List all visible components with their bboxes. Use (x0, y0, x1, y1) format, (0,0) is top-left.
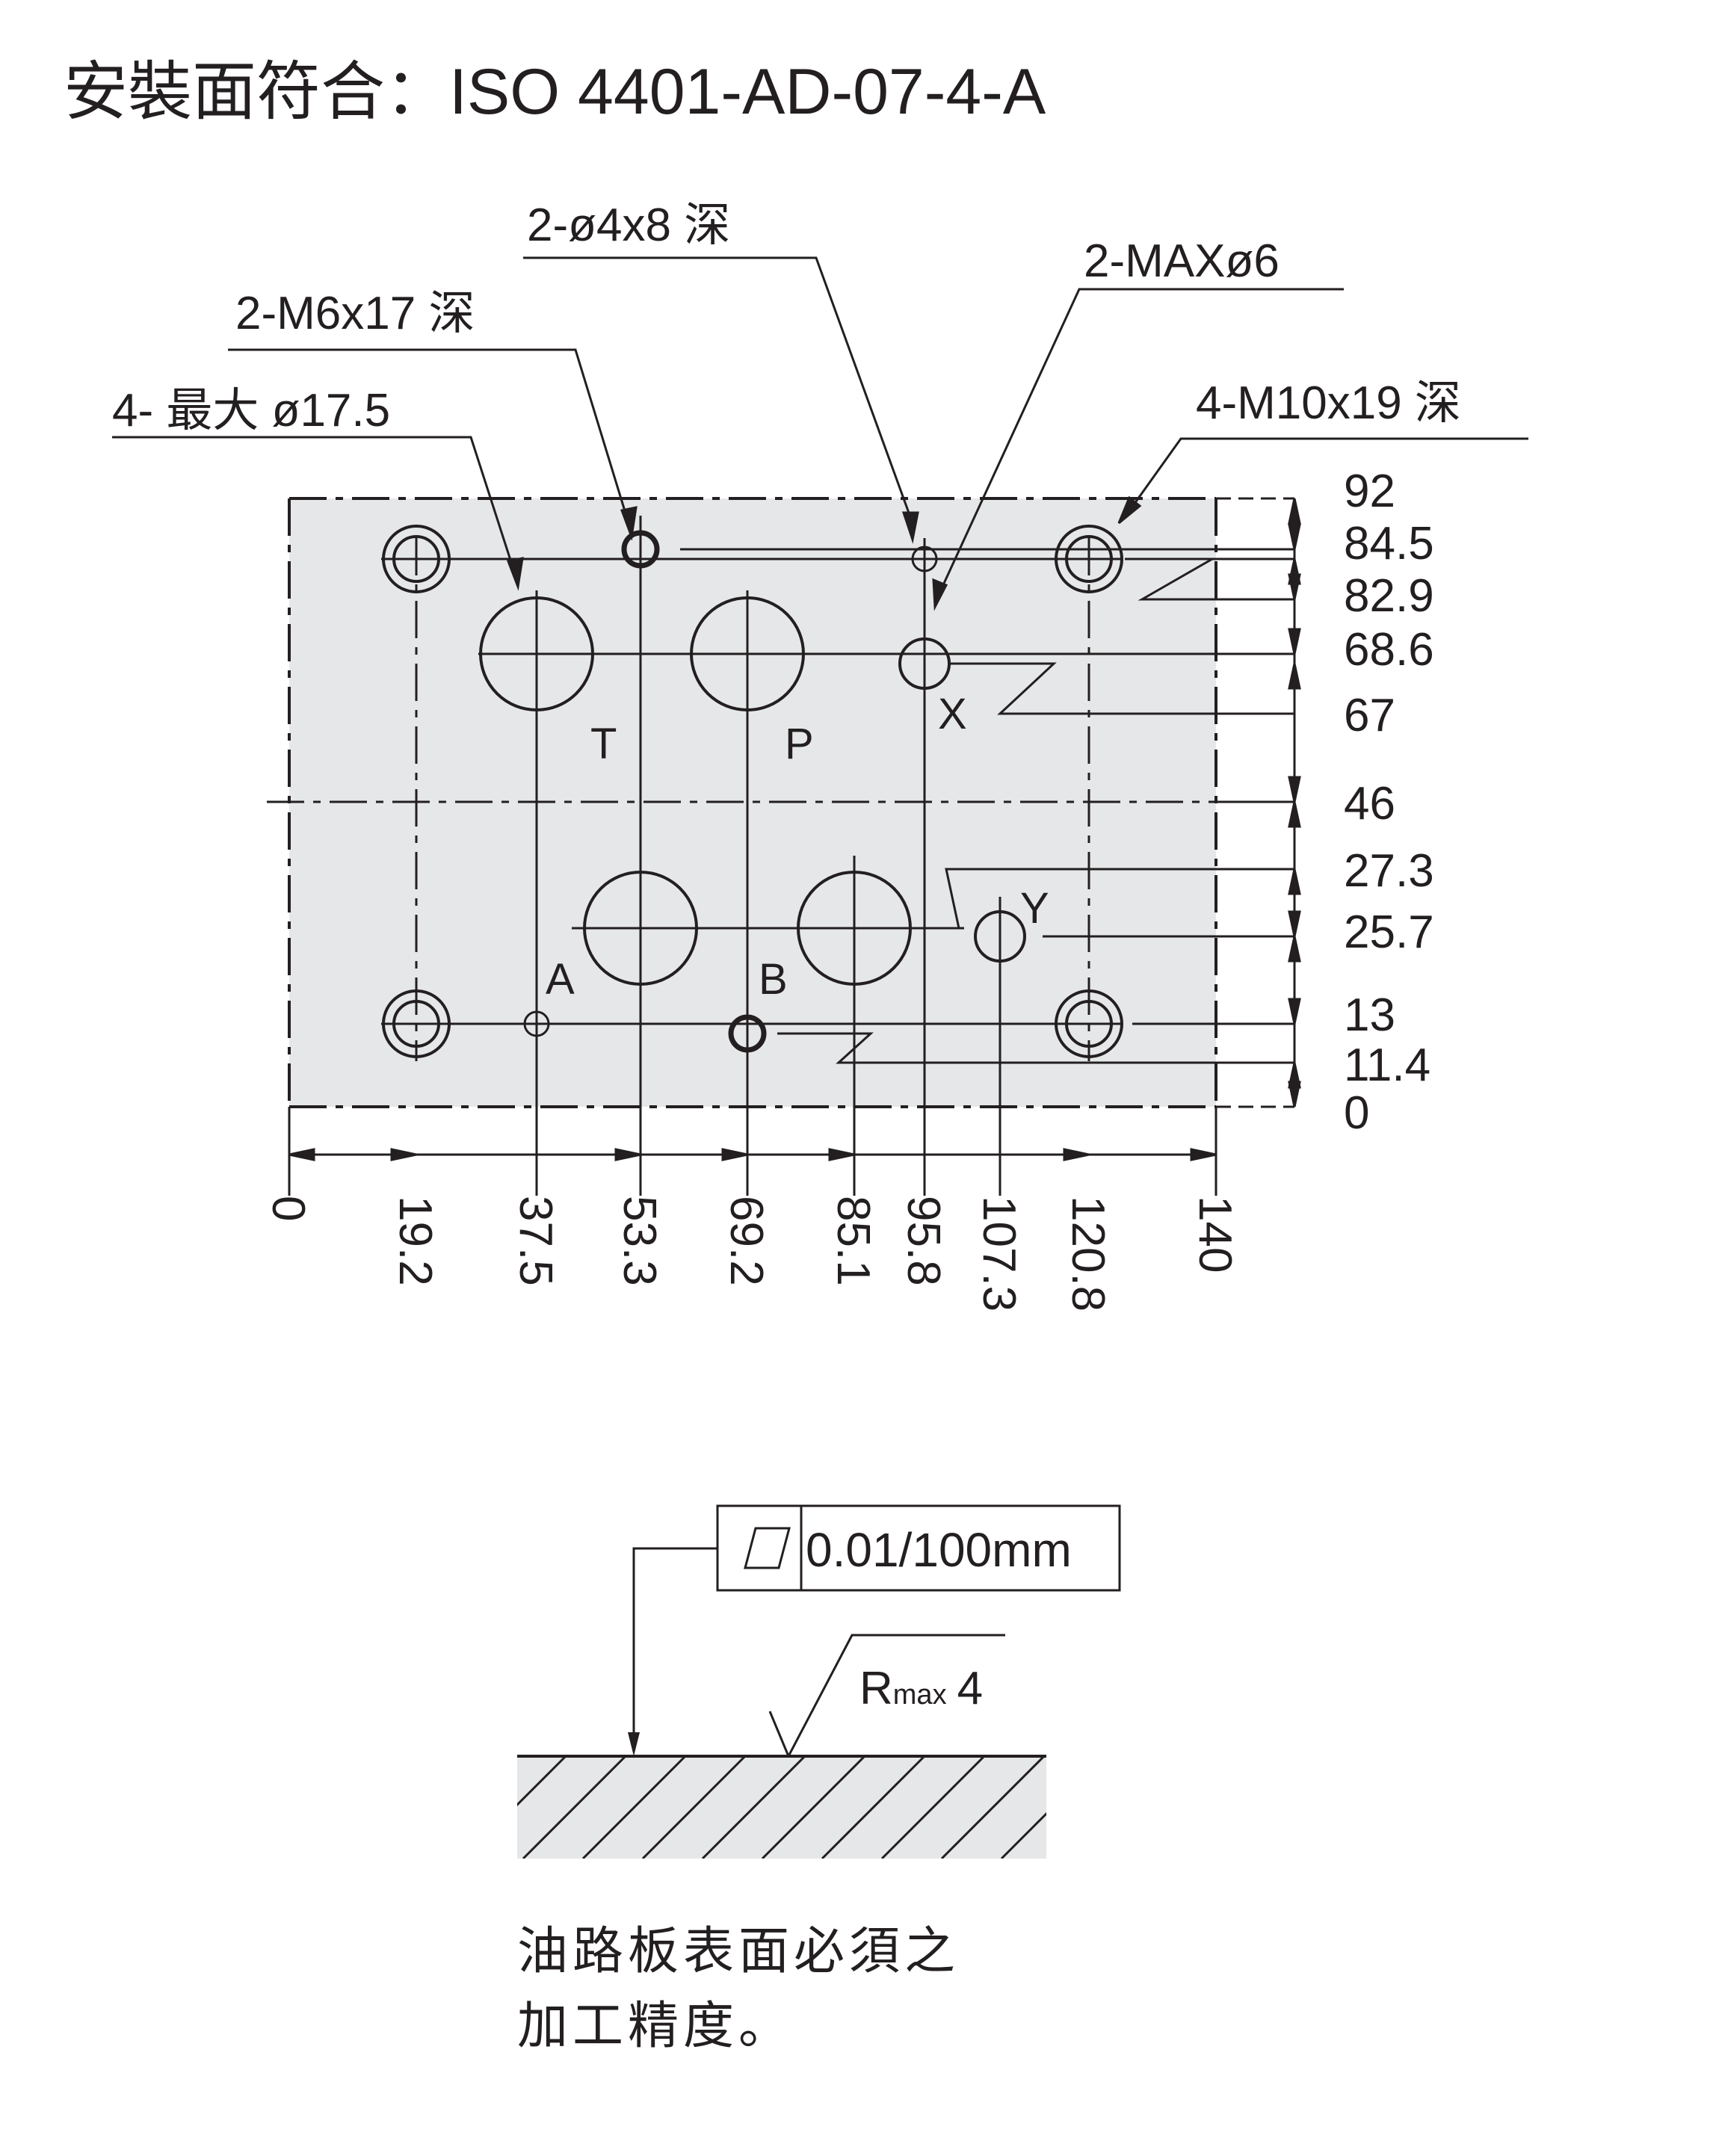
m6-thread-holes (621, 530, 767, 1053)
x-dimension-line (288, 1107, 1217, 1196)
y-dim-label: 25.7 (1344, 906, 1434, 958)
y-dim-label: 68.6 (1344, 624, 1434, 676)
note-line-1: 油路板表面必須之 (517, 1923, 960, 1980)
x-dimension-labels: 0 19.2 37.5 53.3 69.2 85.1 95.8 107.3 12… (262, 1196, 1241, 1312)
port-label-t: T (590, 720, 617, 768)
m10-hole (1055, 989, 1123, 1058)
xy-port-callout: 2-MAXø6 (1084, 235, 1280, 287)
port-a (583, 871, 698, 986)
centre-lines (267, 538, 1238, 1061)
x-dim-label: 37.5 (510, 1196, 561, 1286)
x-dim-label: 19.2 (389, 1196, 441, 1286)
page-title: 安裝面符合：ISO 4401-AD-07-4-A (64, 56, 1046, 128)
machined-surface (517, 1755, 1046, 1859)
x-dim-label: 140 (1189, 1196, 1241, 1273)
y-dim-label: 27.3 (1344, 845, 1434, 897)
m6-callout: 2-M6x17 深 (235, 288, 475, 339)
port-y (974, 910, 1026, 963)
port-label-b: B (759, 955, 788, 1004)
port-t (479, 596, 594, 711)
y-dim-label: 82.9 (1344, 570, 1434, 622)
m6-hole (621, 530, 660, 569)
y-dim-label: 84.5 (1344, 518, 1434, 569)
flatness-leader-arrow (628, 1732, 640, 1756)
m10-hole (1055, 525, 1123, 593)
x-dim-label: 53.3 (614, 1196, 665, 1286)
note-line-2: 加工精度。 (517, 1998, 794, 2054)
main-port-callout: 4- 最大 ø17.5 (112, 385, 390, 436)
m10-hole (382, 525, 451, 593)
pin-hole-callout: 2-ø4x8 深 (527, 200, 730, 251)
pin-holes (523, 546, 938, 1037)
m6-hole (728, 1014, 767, 1053)
y-dim-label: 13 (1344, 989, 1395, 1041)
y-dim-label: 67 (1344, 690, 1395, 741)
flatness-value: 0.01/100mm (806, 1523, 1072, 1577)
flatness-icon (744, 1527, 791, 1569)
port-label-y: Y (1020, 884, 1049, 933)
x-dim-label: 120.8 (1062, 1196, 1114, 1312)
y-dim-label: 46 (1344, 778, 1395, 830)
x-dim-label: 95.8 (898, 1196, 949, 1286)
port-b (797, 871, 912, 986)
flatness-frame (632, 1504, 1121, 1734)
y-dim-label: 0 (1344, 1087, 1369, 1139)
pin-hole (911, 546, 938, 572)
port-label-a: A (546, 955, 575, 1004)
callout-leaders (112, 256, 1528, 611)
y-dimension-line (1288, 498, 1301, 1108)
roughness-symbol (768, 1634, 1005, 1759)
y-dim-label: 11.4 (1344, 1040, 1430, 1091)
x-dim-label: 85.1 (827, 1196, 879, 1286)
m10-callout: 4-M10x19 深 (1196, 377, 1461, 429)
port-label-x: X (938, 690, 967, 738)
m10-hole (382, 989, 451, 1058)
pin-hole (523, 1010, 550, 1037)
x-dim-label: 69.2 (720, 1196, 772, 1286)
x-dim-label: 0 (262, 1196, 314, 1221)
m10-thread-holes (382, 525, 1123, 1058)
y-dim-label: 92 (1344, 466, 1395, 517)
port-label-p: P (785, 720, 814, 768)
port-p (690, 596, 805, 711)
y-dimension-labels: 92 84.5 82.9 68.6 67 46 27.3 25.7 13 11.… (1344, 466, 1434, 1139)
dimension-leaders (680, 497, 1294, 1108)
x-dim-label: 107.3 (973, 1196, 1025, 1312)
hole-centre-lines (381, 516, 1121, 1196)
main-ports (479, 596, 912, 986)
